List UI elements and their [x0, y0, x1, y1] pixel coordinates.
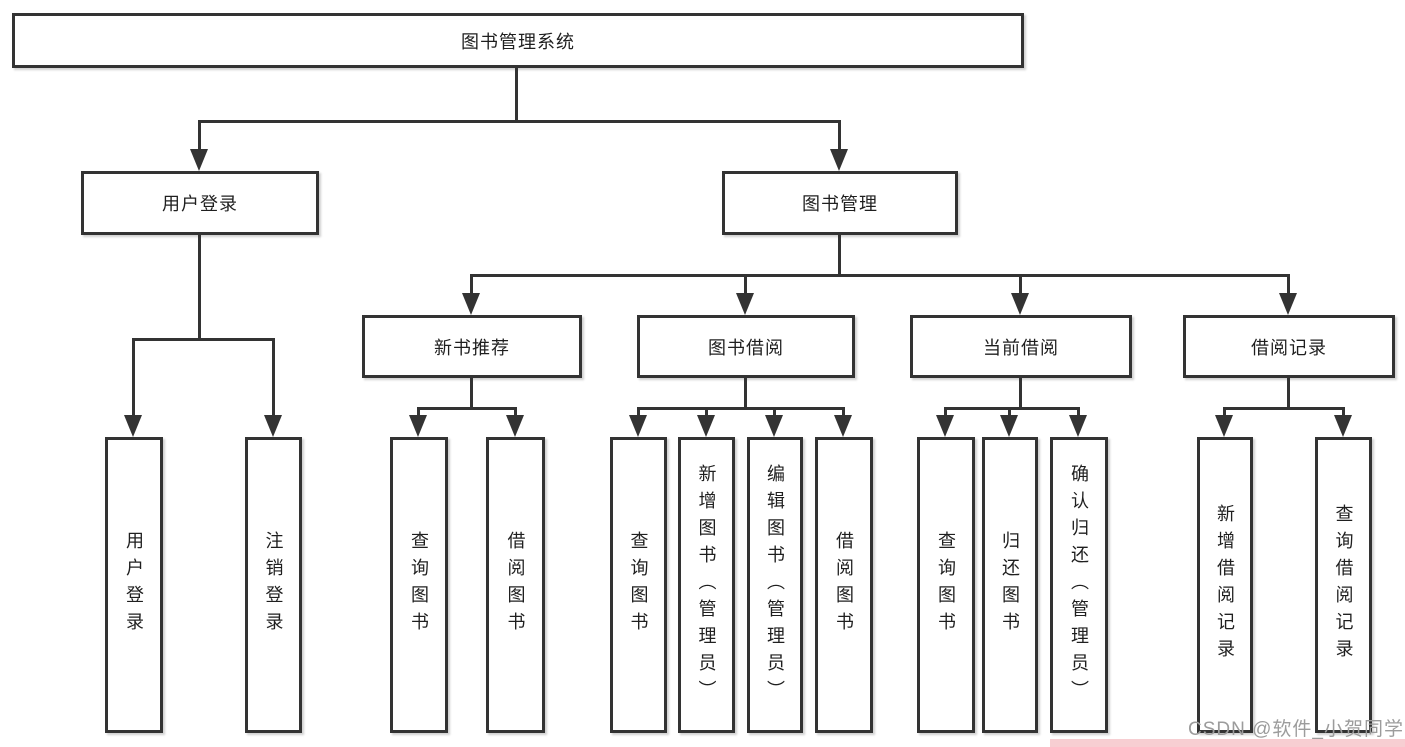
- node-current-borrow-label: 当前借阅: [983, 337, 1059, 358]
- connector-bar: [944, 407, 1080, 410]
- leaf-confirm-return-admin-label: 确认归还（管理员）: [1069, 463, 1089, 707]
- arrow-down-icon: [1215, 415, 1233, 437]
- leaf-logout-label: 注销登录: [263, 531, 284, 639]
- connector-stub: [1019, 378, 1022, 410]
- arrow-down-icon: [1011, 293, 1029, 315]
- connector-arrow-line: [272, 338, 275, 417]
- node-library-management-system-label: 图书管理系统: [461, 31, 575, 52]
- arrow-down-icon: [264, 415, 282, 437]
- connector-arrow-line: [198, 120, 201, 151]
- arrow-down-icon: [830, 149, 848, 171]
- leaf-current-query-books: 查询图书: [917, 437, 975, 733]
- arrow-down-icon: [506, 415, 524, 437]
- leaf-query-borrow-record-label: 查询借阅记录: [1333, 504, 1354, 666]
- arrow-down-icon: [190, 149, 208, 171]
- leaf-logout: 注销登录: [245, 437, 302, 733]
- connector-arrow-line: [773, 407, 776, 417]
- arrow-down-icon: [1334, 415, 1352, 437]
- arrow-down-icon: [409, 415, 427, 437]
- arrow-down-icon: [697, 415, 715, 437]
- node-new-book-recommend: 新书推荐: [362, 315, 582, 378]
- node-borrow-record: 借阅记录: [1183, 315, 1395, 378]
- connector-arrow-line: [1008, 407, 1011, 417]
- arrow-down-icon: [736, 293, 754, 315]
- node-book-management: 图书管理: [722, 171, 958, 235]
- node-new-book-recommend-label: 新书推荐: [434, 337, 510, 358]
- arrow-down-icon: [1000, 415, 1018, 437]
- leaf-newbook-borrow-books: 借阅图书: [486, 437, 545, 733]
- connector-bar: [132, 338, 275, 341]
- node-book-borrow: 图书借阅: [637, 315, 855, 378]
- connector-arrow-line: [705, 407, 708, 417]
- leaf-borrow-query-books-label: 查询图书: [628, 531, 649, 639]
- leaf-user-login-label: 用户登录: [124, 531, 144, 639]
- connector-stub: [470, 378, 473, 410]
- node-book-management-label: 图书管理: [802, 194, 878, 214]
- leaf-edit-books-admin: 编辑图书（管理员）: [747, 437, 803, 733]
- leaf-add-books-admin-label: 新增图书（管理员）: [696, 463, 717, 707]
- connector-arrow-line: [1342, 407, 1345, 417]
- arrow-down-icon: [1069, 415, 1087, 437]
- connector-bar: [637, 407, 845, 410]
- connector-bar: [470, 274, 1290, 277]
- node-user-login: 用户登录: [81, 171, 319, 235]
- connector-arrow-line: [1077, 407, 1080, 417]
- connector-stub: [744, 378, 747, 410]
- leaf-add-borrow-record-label: 新增借阅记录: [1215, 504, 1235, 666]
- connector-arrow-line: [842, 407, 845, 417]
- connector-arrow-line: [1287, 274, 1290, 295]
- leaf-edit-books-admin-label: 编辑图书（管理员）: [765, 463, 785, 707]
- leaf-add-books-admin: 新增图书（管理员）: [678, 437, 735, 733]
- leaf-confirm-return-admin: 确认归还（管理员）: [1050, 437, 1108, 733]
- connector-arrow-line: [838, 120, 841, 151]
- connector-arrow-line: [1223, 407, 1226, 417]
- leaf-borrow-query-books: 查询图书: [610, 437, 667, 733]
- arrow-down-icon: [124, 415, 142, 437]
- leaf-borrow-books: 借阅图书: [815, 437, 873, 733]
- connector-arrow-line: [132, 338, 135, 417]
- arrow-down-icon: [765, 415, 783, 437]
- connector-arrow-line: [744, 274, 747, 295]
- arrow-down-icon: [834, 415, 852, 437]
- connector-bar: [417, 407, 517, 410]
- watermark-strip: [1050, 739, 1405, 747]
- leaf-return-books-label: 归还图书: [1000, 531, 1020, 639]
- leaf-borrow-books-label: 借阅图书: [834, 531, 854, 639]
- connector-arrow-line: [637, 407, 640, 417]
- leaf-newbook-query-books-label: 查询图书: [409, 531, 429, 639]
- connector-stub: [198, 235, 201, 341]
- leaf-query-borrow-record: 查询借阅记录: [1315, 437, 1372, 733]
- connector-stub: [838, 235, 841, 277]
- connector-arrow-line: [1019, 274, 1022, 295]
- connector-stub: [515, 68, 518, 123]
- connector-arrow-line: [417, 407, 420, 417]
- leaf-user-login: 用户登录: [105, 437, 163, 733]
- leaf-newbook-borrow-books-label: 借阅图书: [505, 531, 526, 639]
- connector-bar: [198, 120, 841, 123]
- arrow-down-icon: [936, 415, 954, 437]
- node-book-borrow-label: 图书借阅: [708, 337, 784, 358]
- connector-bar: [1223, 407, 1345, 410]
- leaf-return-books: 归还图书: [982, 437, 1038, 733]
- connector-stub: [1287, 378, 1290, 410]
- arrow-down-icon: [462, 293, 480, 315]
- arrow-down-icon: [629, 415, 647, 437]
- leaf-current-query-books-label: 查询图书: [936, 531, 956, 639]
- node-library-management-system: 图书管理系统: [12, 13, 1024, 68]
- node-user-login-label: 用户登录: [162, 194, 238, 214]
- node-current-borrow: 当前借阅: [910, 315, 1132, 378]
- arrow-down-icon: [1279, 293, 1297, 315]
- node-borrow-record-label: 借阅记录: [1251, 337, 1327, 358]
- leaf-newbook-query-books: 查询图书: [390, 437, 448, 733]
- leaf-add-borrow-record: 新增借阅记录: [1197, 437, 1253, 733]
- connector-arrow-line: [514, 407, 517, 417]
- watermark-text: CSDN @软件_小贺同学: [1188, 719, 1404, 740]
- connector-arrow-line: [944, 407, 947, 417]
- connector-arrow-line: [470, 274, 473, 295]
